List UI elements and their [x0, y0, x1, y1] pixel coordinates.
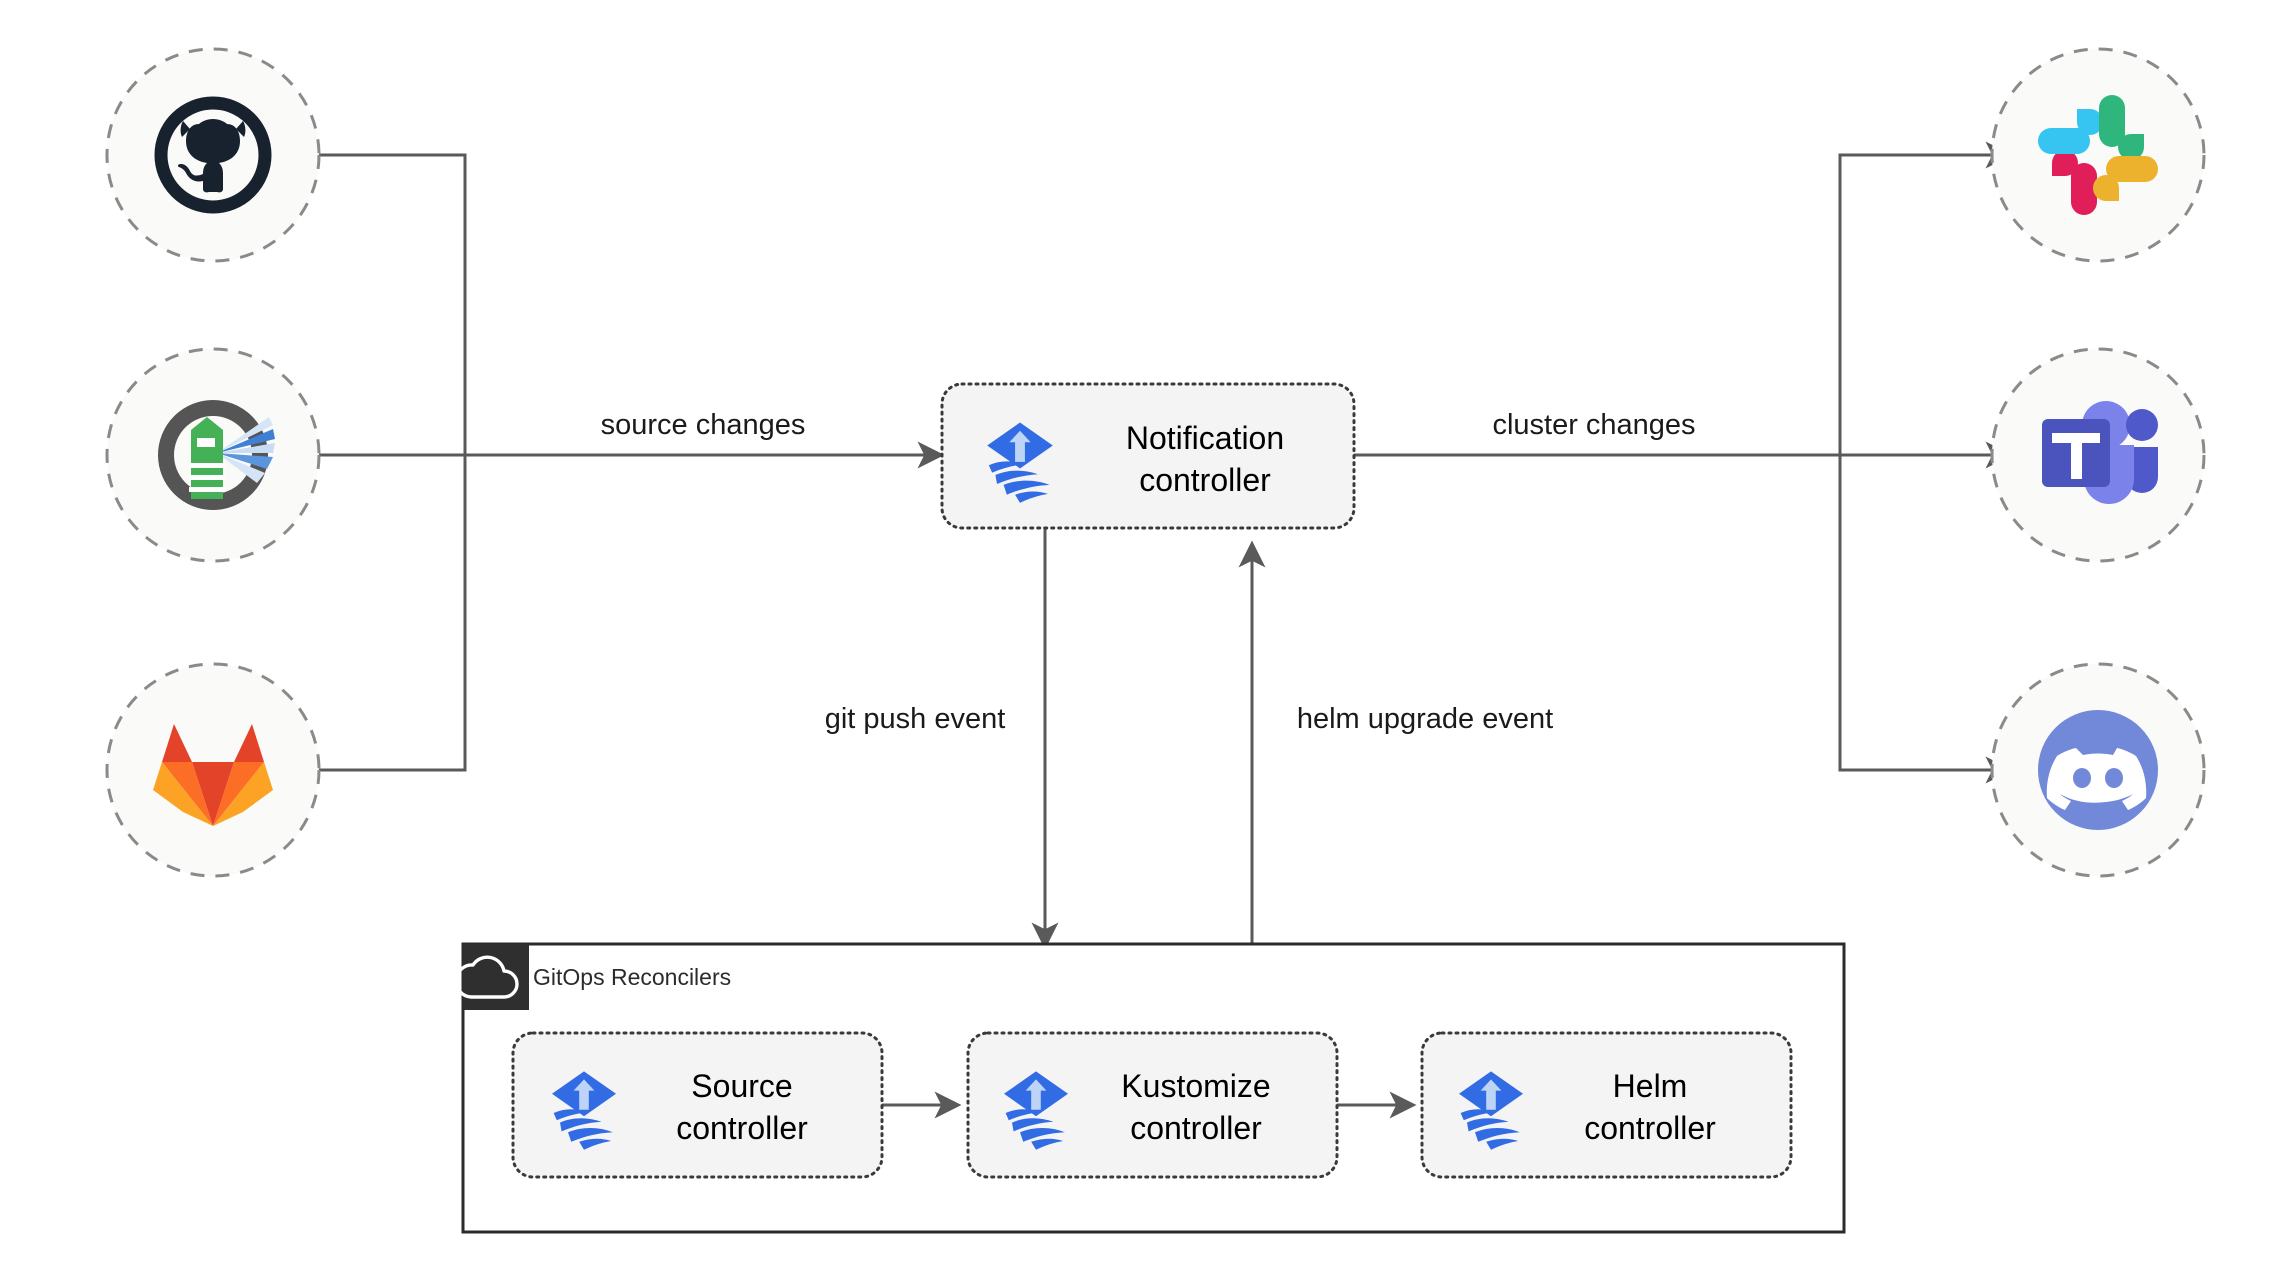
connector-source-changes	[290, 153, 945, 772]
notification-controller-label-line2: controller	[1139, 462, 1271, 498]
kustomize-controller-label-line2: controller	[1130, 1110, 1262, 1146]
edge-label-git-push-event: git push event	[825, 703, 1006, 735]
notification-controller-label-line1: Notification	[1126, 420, 1284, 456]
node-kustomize-controller[interactable]: Kustomize controller	[966, 1031, 1339, 1179]
source-node-gitlab[interactable]	[105, 662, 321, 878]
source-controller-label-line1: Source	[691, 1068, 792, 1104]
source-node-github[interactable]	[105, 47, 321, 263]
connector-cluster-changes	[1352, 141, 2013, 784]
kustomize-controller-label-line1: Kustomize	[1121, 1068, 1270, 1104]
source-controller-label-line2: controller	[676, 1110, 808, 1146]
container-icon-tile	[463, 944, 529, 1010]
destination-node-slack[interactable]	[1990, 47, 2206, 263]
helm-controller-label-line2: controller	[1584, 1110, 1716, 1146]
node-notification-controller[interactable]: Notification controller	[940, 382, 1356, 530]
edge-label-helm-upgrade-event: helm upgrade event	[1297, 703, 1553, 735]
edge-label-source-changes: source changes	[601, 409, 806, 441]
container-title: GitOps Reconcilers	[533, 964, 731, 990]
destination-node-teams[interactable]	[1990, 347, 2206, 563]
node-source-controller[interactable]: Source controller	[511, 1031, 884, 1179]
node-helm-controller[interactable]: Helm controller	[1420, 1031, 1793, 1179]
discord-icon	[2038, 710, 2158, 830]
helm-controller-label-line1: Helm	[1613, 1068, 1688, 1104]
destination-node-discord[interactable]	[1990, 662, 2206, 878]
source-node-flux[interactable]	[105, 347, 321, 563]
edge-label-cluster-changes: cluster changes	[1492, 409, 1695, 441]
